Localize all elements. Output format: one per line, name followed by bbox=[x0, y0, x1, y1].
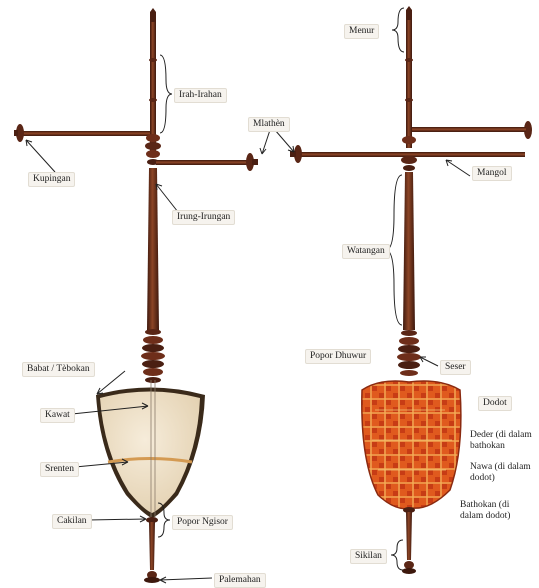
label-babat-tebokan: Babat / Tèbokan bbox=[22, 362, 95, 377]
label-bathokan: Bathokan (di dalam dodot) bbox=[460, 500, 532, 522]
label-irung-irungan: Irung-Irungan bbox=[172, 210, 235, 225]
label-nawa: Nawa (di dalam dodot) bbox=[470, 462, 534, 484]
label-popor-ngisor: Popor Ngisor bbox=[172, 515, 233, 530]
label-watangan: Watangan bbox=[342, 244, 390, 259]
label-cakilan: Cakilan bbox=[52, 514, 92, 529]
label-popor-dhuwur: Popor Dhuwur bbox=[305, 349, 371, 364]
label-irah-irahan: Irah-Irahan bbox=[174, 88, 227, 103]
label-mangol: Mangol bbox=[472, 166, 512, 181]
label-dodot: Dodot bbox=[478, 396, 512, 411]
label-mlathen: Mlathèn bbox=[248, 117, 290, 132]
label-deder: Deder (di dalam bathokan bbox=[470, 430, 538, 452]
label-kawat: Kawat bbox=[40, 408, 75, 423]
label-sikilan: Sikilan bbox=[350, 549, 387, 564]
label-srenten: Srenten bbox=[40, 462, 79, 477]
label-kupingan: Kupingan bbox=[28, 172, 75, 187]
label-menur: Menur bbox=[344, 24, 379, 39]
right-rebab bbox=[290, 6, 532, 574]
label-palemahan: Palemahan bbox=[214, 573, 266, 588]
label-seser: Seser bbox=[440, 360, 471, 375]
